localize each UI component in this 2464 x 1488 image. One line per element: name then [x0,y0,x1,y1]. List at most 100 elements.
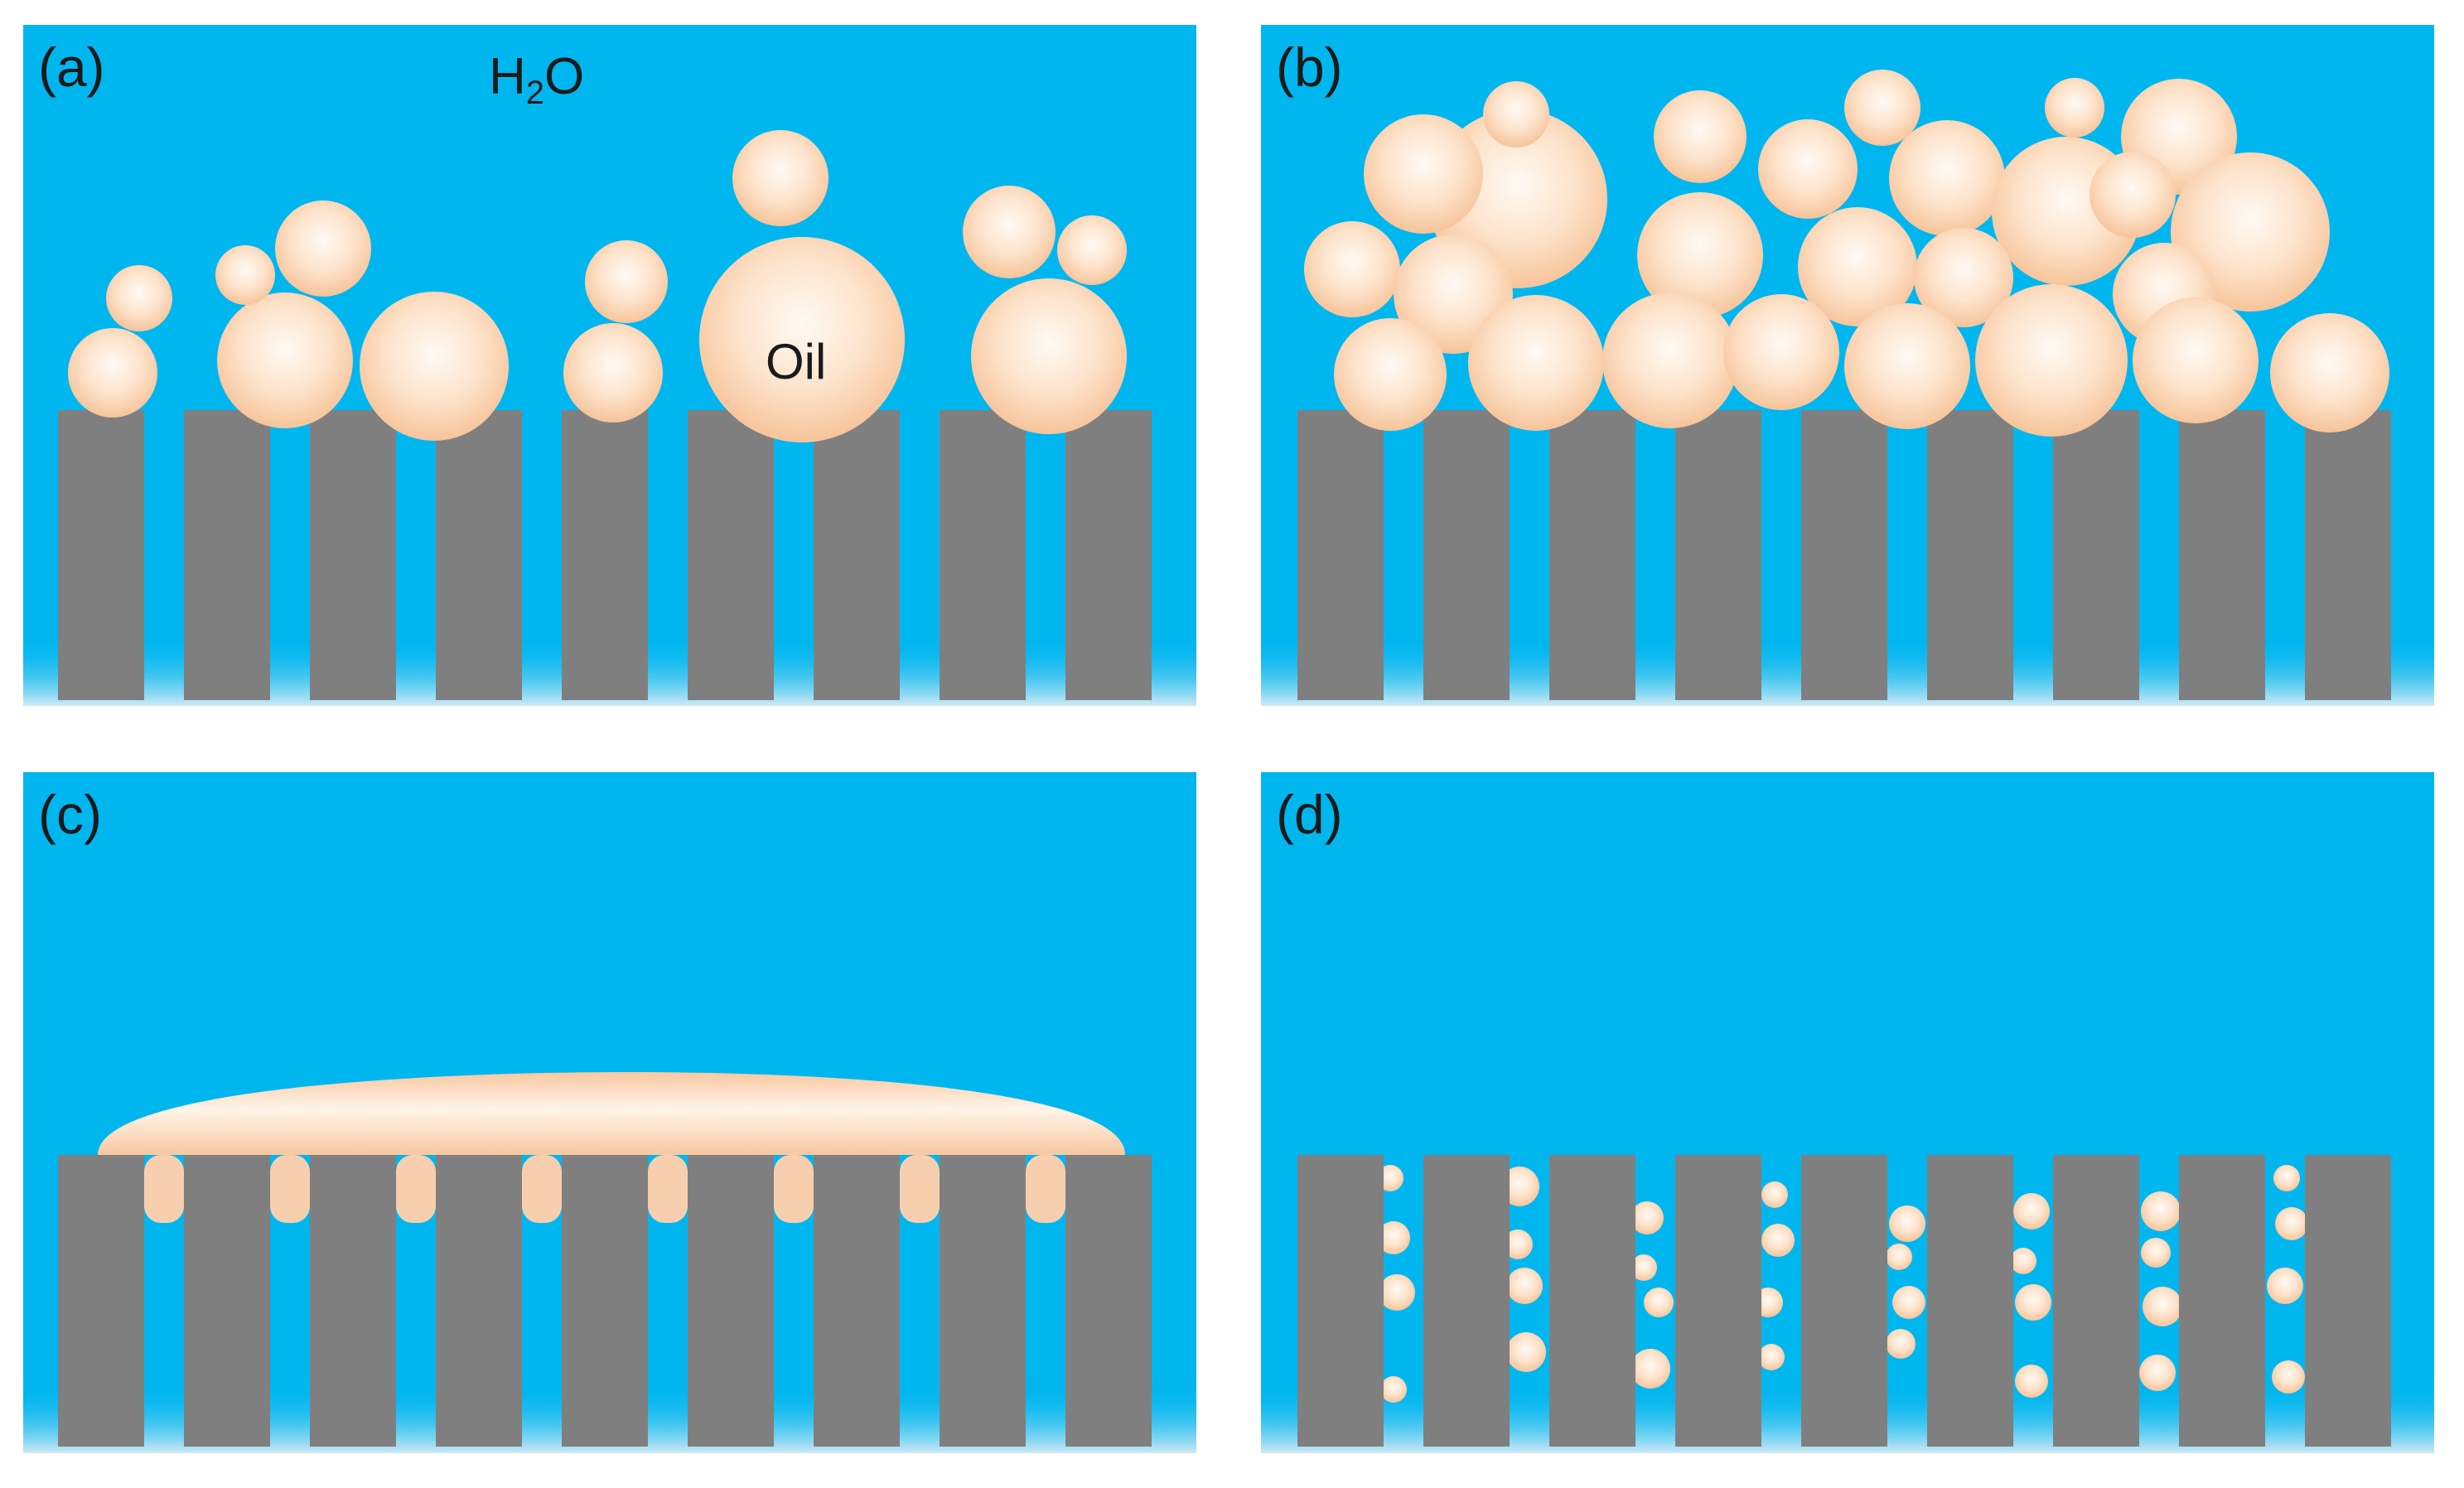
oil-microdroplet [1631,1349,1670,1389]
oil-droplet [1602,292,1738,428]
pillar [2179,1155,2265,1447]
pillar [688,1155,774,1447]
pillar [1927,1155,2013,1447]
pillar [1549,410,1635,700]
pillar [1423,1155,1510,1447]
oil-droplet [2270,313,2389,432]
oil-plug [648,1155,688,1223]
oil-droplet [1654,90,1747,183]
panel-d: (d) [1261,772,2434,1453]
oil-droplet [1483,81,1549,147]
panel-label-a: (a) [38,36,105,98]
oil-microdroplet [2141,1191,2181,1231]
pillar [2305,1155,2391,1447]
panel-c-drawing [23,772,1196,1453]
oil-droplet [585,240,668,323]
panel-label-d: (d) [1276,784,1343,845]
pillar-group [1297,1155,2391,1447]
pillar [1065,410,1152,700]
oil-droplet [2133,297,2259,423]
pillar [562,410,648,700]
oil-droplet [106,265,172,331]
oil-microdroplet [1644,1288,1674,1317]
oil-label: Oil [766,334,827,389]
oil-microdroplet-group [1377,1165,2308,1403]
oil-plug [270,1155,310,1223]
oil-microdroplet [2141,1238,2171,1268]
oil-droplet [2045,78,2104,138]
pillar [2305,410,2391,700]
oil-droplet [1637,192,1763,318]
panel-label-c: (c) [38,784,102,845]
oil-microdroplet [2143,1287,2182,1326]
pillar [436,410,522,700]
oil-microdroplet [1886,1244,1912,1270]
panel-d-drawing [1261,772,2434,1453]
oil-microdroplet [1631,1201,1664,1234]
oil-droplet-group [1304,70,2389,437]
oil-droplet [1844,303,1970,429]
oil-microdroplet [1761,1181,1788,1208]
oil-droplet [360,292,509,441]
oil-droplet [1468,295,1604,431]
oil-microdroplet [1761,1224,1795,1257]
oil-droplet [275,200,371,297]
panel-a: (a) H2O Oil [23,25,1196,706]
oil-microdroplet [1377,1221,1410,1254]
pillar [940,410,1026,700]
oil-plug [144,1155,184,1223]
pillar [1297,410,1384,700]
oil-droplet [971,278,1127,434]
oil-film [98,1072,1125,1155]
oil-microdroplet [1631,1254,1657,1281]
pillar [310,1155,396,1447]
pillar [1675,410,1761,700]
panel-b: (b) [1261,25,2434,706]
pillar [1675,1155,1761,1447]
pillar [1801,1155,1887,1447]
pillar-group [1297,410,2391,700]
water-label-h: H [489,48,526,105]
pillar [562,1155,648,1447]
oil-microdroplet [2139,1355,2176,1391]
pillar [2053,410,2139,700]
oil-droplet [732,130,829,226]
oil-microdroplet [2015,1365,2048,1398]
oil-infiltration-group [144,1155,1065,1223]
panel-b-drawing [1261,25,2434,706]
oil-droplet [2171,152,2330,312]
oil-droplet [1334,318,1447,431]
pillar [436,1155,522,1447]
oil-plug [396,1155,436,1223]
oil-droplet [1758,119,1858,219]
oil-droplet-group [68,130,1127,442]
pillar [184,1155,270,1447]
oil-plug [522,1155,562,1223]
oil-microdroplet [2267,1268,2303,1304]
oil-droplet [1975,284,2128,437]
pillar [940,1155,1026,1447]
oil-droplet [1844,70,1920,146]
pillar [1423,410,1510,700]
oil-microdroplet [1506,1268,1543,1304]
oil-droplet [1889,120,2005,236]
oil-droplet [1723,294,1839,410]
oil-microdroplet [1892,1286,1925,1319]
pillar [1801,410,1887,700]
oil-droplet [963,186,1056,278]
oil-microdroplet [1758,1344,1785,1370]
pillar-group [58,410,1152,700]
oil-microdroplet [2275,1207,2308,1240]
pillar [2053,1155,2139,1447]
pillar [814,410,900,700]
pillar [688,410,774,700]
oil-droplet [217,292,353,428]
pillar [2179,410,2265,700]
oil-droplet [563,323,663,423]
water-label: H2O [489,48,585,110]
oil-droplet [1057,215,1127,285]
oil-droplet [215,245,275,305]
oil-plug [900,1155,940,1223]
water-label-o: O [544,48,585,105]
pillar [814,1155,900,1447]
